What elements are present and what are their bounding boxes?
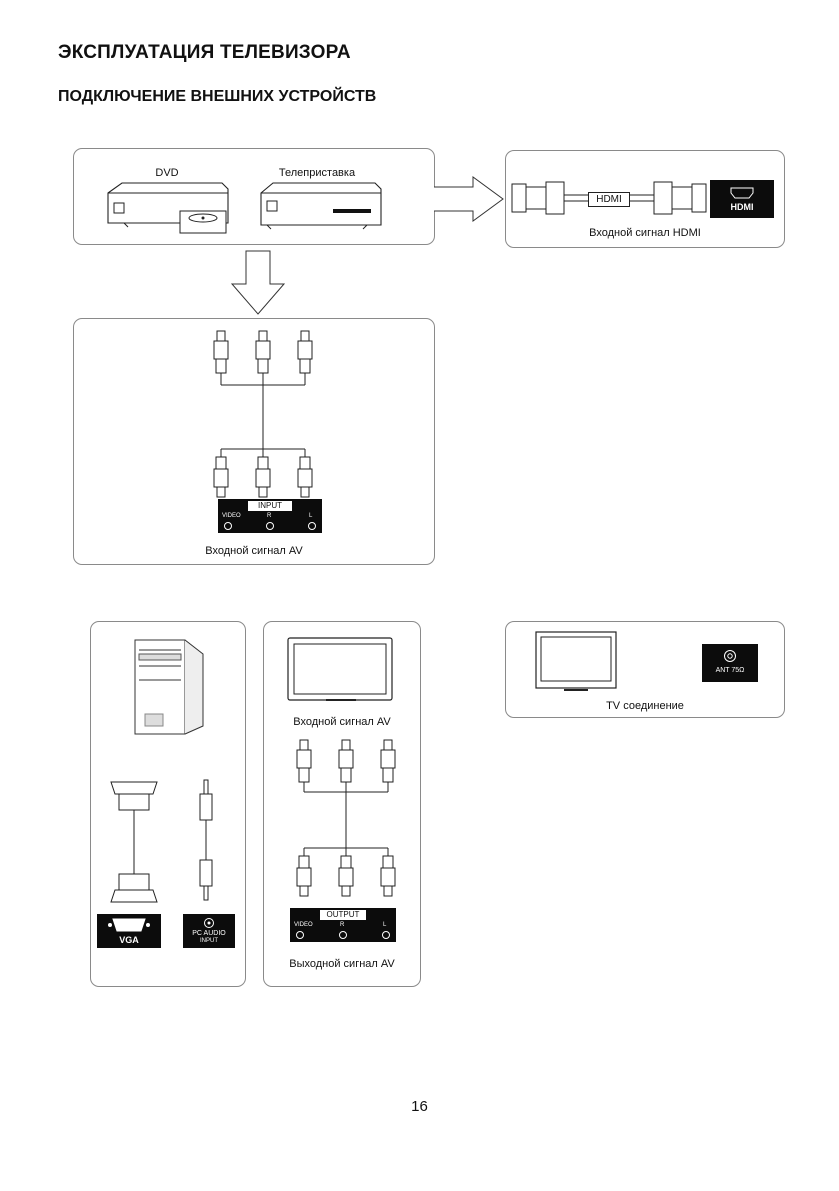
hdmi-panel: HDMI HDMI Входной сигнал HDMI xyxy=(505,150,785,248)
dvd-label: DVD xyxy=(155,167,179,179)
pc-audio-sub-label: INPUT xyxy=(200,938,218,944)
audio-cable-icon xyxy=(199,779,213,901)
vga-port: VGA xyxy=(97,914,161,948)
coax-jack-icon xyxy=(724,650,736,662)
audio-jack-icon xyxy=(204,918,214,928)
av-cable-diagram xyxy=(213,330,313,498)
vga-cable-icon xyxy=(110,781,158,903)
antenna-label: ANT 75Ω xyxy=(715,667,745,674)
av-output-jack-panel: OUTPUT VIDEO R L xyxy=(290,908,396,942)
output-header: OUTPUT xyxy=(320,910,366,920)
page-number: 16 xyxy=(411,1098,428,1115)
rca-jacks-icon xyxy=(224,522,316,530)
hdmi-cable-label: HDMI xyxy=(588,192,630,207)
stb-label: Телеприставка xyxy=(278,167,356,179)
set-top-box-icon xyxy=(260,182,382,230)
pc-tower-icon xyxy=(134,639,204,735)
out-jack-label-l: L xyxy=(383,922,387,928)
out-jack-label-video: VIDEO xyxy=(294,922,313,928)
out-rca-jacks-icon xyxy=(296,931,390,939)
hdmi-port: HDMI xyxy=(710,180,774,218)
subsection-title: ПОДКЛЮЧЕНИЕ ВНЕШНИХ УСТРОЙСТВ xyxy=(58,88,377,105)
tv-connection-caption: TV соединение xyxy=(606,700,684,712)
vga-port-icon xyxy=(108,918,150,932)
dvd-player-icon xyxy=(107,182,229,234)
section-title: ЭКСПЛУАТАЦИЯ ТЕЛЕВИЗОРА xyxy=(58,42,351,63)
antenna-port: ANT 75Ω xyxy=(702,644,758,682)
input-header: INPUT xyxy=(248,501,292,511)
av-input-panel: INPUT VIDEO R L Входной сигнал AV xyxy=(73,318,435,565)
vga-label: VGA xyxy=(119,935,139,945)
pc-panel: VGA PC AUDIO INPUT xyxy=(90,621,246,987)
tv-caption: Входной сигнал AV xyxy=(293,716,391,728)
av-input-caption: Входной сигнал AV xyxy=(205,545,303,557)
arrow-right-icon xyxy=(434,176,504,222)
jack-label-video: VIDEO xyxy=(222,513,241,519)
hdmi-port-label: HDMI xyxy=(730,202,754,212)
pc-audio-label: PC AUDIO xyxy=(192,930,226,937)
av-output-panel: Входной сигнал AV OUTPUT VIDEO R L Вы xyxy=(263,621,421,987)
av-input-jack-panel: INPUT VIDEO R L xyxy=(218,499,322,533)
tv-connection-panel: ANT 75Ω TV соединение xyxy=(505,621,785,718)
arrow-down-icon xyxy=(230,250,286,315)
out-jack-label-r: R xyxy=(340,922,345,928)
av-output-cable-diagram xyxy=(296,739,396,897)
hdmi-caption: Входной сигнал HDMI xyxy=(589,227,701,239)
hdmi-port-icon xyxy=(730,187,754,199)
jack-label-r: R xyxy=(267,513,272,519)
tv-set-icon xyxy=(535,631,617,691)
av-output-caption: Выходной сигнал AV xyxy=(289,958,395,970)
tv-icon xyxy=(287,637,393,701)
jack-label-l: L xyxy=(309,513,313,519)
pc-audio-port: PC AUDIO INPUT xyxy=(183,914,235,948)
sources-panel: DVD Телеприставка xyxy=(73,148,435,245)
hdmi-cable-icon xyxy=(511,181,707,215)
